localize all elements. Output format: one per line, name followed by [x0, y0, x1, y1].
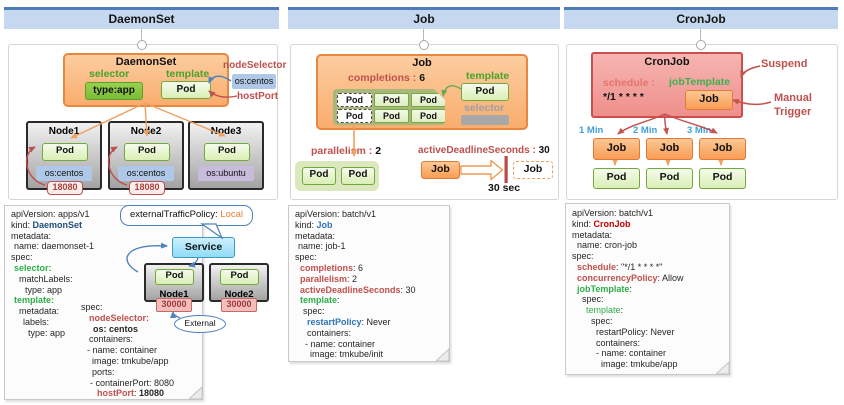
job-chip-dashed: Job: [513, 161, 553, 179]
node-port-chip: 30000: [156, 298, 192, 312]
pod-cell: Pod: [337, 109, 372, 123]
run-pod-chip: Pod: [699, 168, 746, 189]
connector-line: [700, 29, 701, 42]
host-port-chip: 18080: [129, 181, 165, 195]
schedule-value: */1 * * * *: [603, 91, 644, 103]
schedule-label: schedule :: [603, 77, 655, 89]
service-node-pod: Pod: [220, 269, 259, 285]
service-box: Service: [172, 237, 235, 258]
connector-line: [423, 29, 424, 42]
cronjob-box-title: CronJob: [644, 56, 690, 68]
job-box-title: Job: [412, 57, 432, 69]
node-selector-os-chip: os:centos: [232, 74, 276, 89]
node-3: Node3 Pod os:ubuntu: [188, 121, 264, 190]
completions-pod-grid: Pod Pod Pod Pod Pod Pod: [333, 89, 445, 125]
run-min-label: 2 Min: [633, 125, 658, 136]
connector-circle: [419, 40, 429, 50]
daemonset-box-title: DaemonSet: [115, 56, 177, 68]
run-job-chip: Job: [593, 138, 640, 160]
pod-cell: Pod: [411, 93, 445, 107]
node-title: Node1: [48, 126, 80, 137]
selector-label: selector: [89, 68, 130, 80]
run-pod-chip: Pod: [646, 168, 693, 189]
node-title: Node3: [210, 126, 242, 137]
selector-bar: [461, 115, 509, 125]
run-min-label: 1 Min: [579, 125, 604, 136]
node-os-chip: os:centos: [36, 166, 92, 181]
pod-cell: Pod: [337, 93, 372, 107]
node-2: Node2 Pod os:centos 18080: [108, 121, 184, 195]
active-deadline-label: activeDeadlineSeconds : 30: [418, 145, 550, 156]
page-fold-icon: [436, 348, 450, 362]
template-pod-chip: Pod: [161, 81, 211, 99]
host-port-chip: 18080: [47, 181, 83, 195]
job-box: Job completions : 6 Pod Pod Pod Pod Pod …: [316, 54, 528, 130]
job-chip: Job: [421, 161, 460, 179]
cronjob-section-header: CronJob: [564, 7, 838, 29]
run-pod-chip: Pod: [593, 168, 640, 189]
service-node-title: Node2: [224, 289, 254, 300]
connector-line: [141, 29, 142, 42]
job-section-header: Job: [288, 7, 560, 29]
connector-circle: [696, 40, 706, 50]
page-fold-icon: [189, 386, 203, 400]
node-selector-label: nodeSelector: [223, 60, 287, 71]
deadline-bar: [504, 156, 508, 183]
external-label-ellipse: External: [174, 315, 226, 333]
run-job-chip: Job: [699, 138, 746, 160]
run-job-chip: Job: [646, 138, 693, 160]
hollow-arrow: [460, 159, 504, 181]
parallel-pod: Pod: [341, 167, 375, 185]
callout-tail: [200, 223, 224, 240]
daemonset-box: DaemonSet selector template type:app Pod: [63, 53, 229, 107]
deadline-caption: 30 sec: [488, 182, 521, 194]
node-pod: Pod: [124, 143, 170, 161]
daemonset-section-header: DaemonSet: [4, 7, 279, 29]
external-traffic-policy-callout: externalTrafficPolicy: Local: [120, 205, 253, 226]
cronjob-box: CronJob schedule : */1 * * * * jobTempla…: [591, 52, 743, 118]
arrow-suspend: [740, 65, 761, 78]
selector-value-chip: type:app: [85, 82, 143, 100]
node-1: Node1 Pod os:centos 18080: [26, 121, 102, 195]
selector-label: selector: [464, 102, 505, 114]
service-node-1: Pod Node1: [144, 263, 204, 302]
template-label: template: [466, 70, 510, 82]
run-min-label: 3 Min: [687, 125, 712, 136]
pod-cell: Pod: [374, 109, 409, 123]
node-pod: Pod: [204, 143, 250, 161]
service-node-2: Pod Node2: [209, 263, 269, 302]
node-os-chip: os:centos: [118, 166, 174, 181]
service-node-title: Node1: [159, 289, 189, 300]
node-port-chip: 30000: [221, 298, 257, 312]
parallelism-pod-group: Pod Pod: [295, 161, 379, 191]
cronjob-panel: CronJob schedule : */1 * * * * jobTempla…: [566, 44, 838, 200]
job-panel: Job completions : 6 Pod Pod Pod Pod Pod …: [290, 44, 559, 200]
suspend-annotation: Suspend: [761, 58, 808, 70]
node-title: Node2: [130, 126, 162, 137]
job-template-label: jobTemplate: [669, 76, 731, 88]
node-os-chip: os:ubuntu: [198, 166, 254, 181]
template-pod-chip: Pod: [461, 83, 509, 101]
parallel-pod: Pod: [302, 167, 336, 185]
host-port-label: hostPort: [237, 91, 279, 102]
pod-cell: Pod: [411, 109, 445, 123]
template-label: template: [166, 68, 210, 80]
page-fold-icon: [716, 361, 730, 375]
connector-circle: [137, 40, 147, 50]
job-template-chip: Job: [685, 90, 733, 110]
service-node-pod: Pod: [155, 269, 194, 285]
completions-label: completions : 6: [348, 72, 426, 84]
pod-cell: Pod: [374, 93, 409, 107]
manual-trigger-annotation: Manual Trigger: [774, 92, 812, 118]
node-pod: Pod: [42, 143, 88, 161]
parallelism-label: parallelism : 2: [311, 145, 382, 157]
daemonset-panel: DaemonSet selector template type:app Pod…: [8, 44, 286, 200]
